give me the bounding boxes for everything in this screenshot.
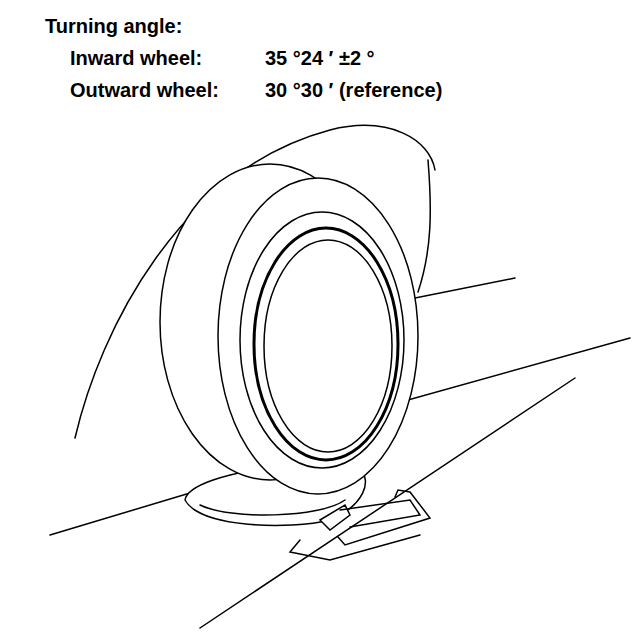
spec-value: 35 °24 ′ ±2 ° (265, 46, 375, 70)
spec-name: Outward wheel: (70, 78, 219, 102)
spec-name: Inward wheel: (70, 46, 202, 70)
heading: Turning angle: (45, 14, 182, 38)
spec-value: 30 °30 ′ (reference) (265, 78, 442, 102)
